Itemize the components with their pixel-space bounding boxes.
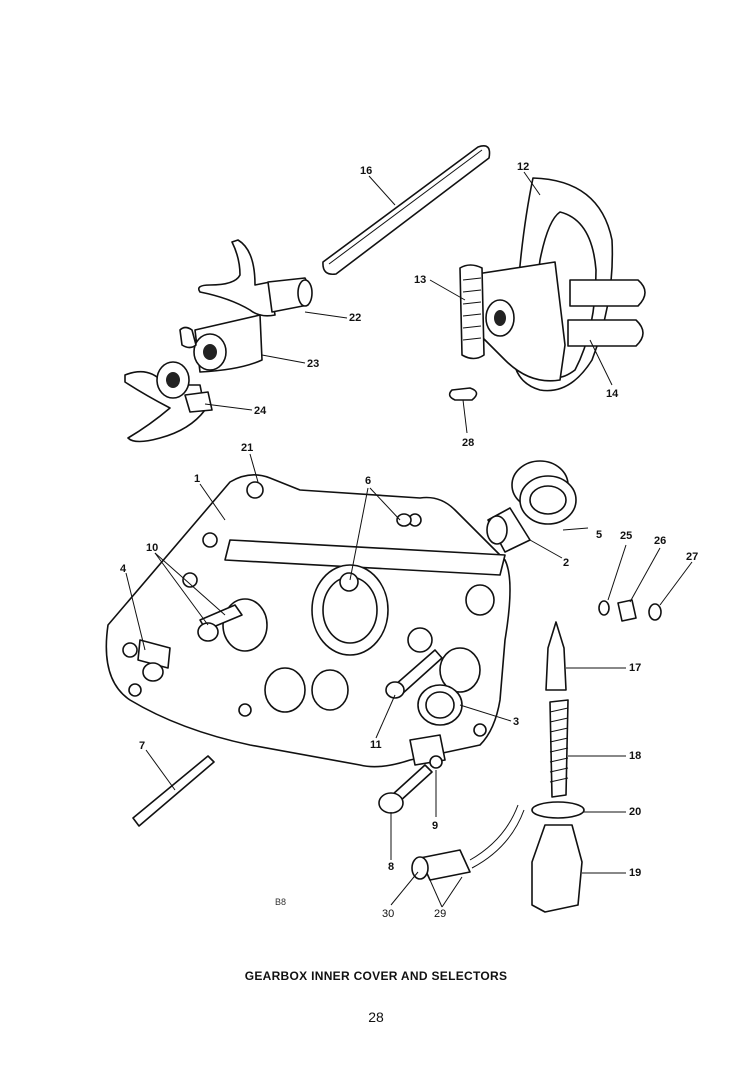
callout-6: 6 <box>365 475 371 487</box>
callout-24: 24 <box>254 405 267 417</box>
callout-22: 22 <box>349 312 361 324</box>
inner-cover-casting-part <box>105 474 511 768</box>
callout-21: 21 <box>241 442 253 454</box>
callout-16: 16 <box>360 165 372 177</box>
selector-shaft-part <box>322 145 491 276</box>
selector-forks-part <box>124 239 313 443</box>
callout-27: 27 <box>686 551 698 563</box>
plate-code: B8 <box>275 897 286 907</box>
callout-14: 14 <box>606 388 619 400</box>
callout-3: 3 <box>513 716 519 728</box>
callout-18: 18 <box>629 750 641 762</box>
bolts-and-studs-part <box>132 604 443 827</box>
detent-plunger-assembly-part <box>531 599 662 913</box>
callout-1: 1 <box>194 473 200 485</box>
callout-labels: 16 12 13 14 22 23 24 28 21 1 6 5 25 26 2… <box>120 161 698 920</box>
callout-29: 29 <box>434 908 446 920</box>
leader-lines <box>125 171 693 908</box>
callout-23: 23 <box>307 358 319 370</box>
bushes-part <box>339 460 577 726</box>
callout-9: 9 <box>432 820 438 832</box>
camplate-assembly-part <box>448 177 646 401</box>
callout-25: 25 <box>620 530 632 542</box>
callout-8: 8 <box>388 861 394 873</box>
callout-12: 12 <box>517 161 529 173</box>
callout-13: 13 <box>414 274 426 286</box>
callout-11: 11 <box>370 739 382 751</box>
page-number: 28 <box>368 1009 384 1025</box>
callout-2: 2 <box>563 557 569 569</box>
callout-7: 7 <box>139 740 145 752</box>
callout-19: 19 <box>629 867 641 879</box>
diagram-caption: GEARBOX INNER COVER AND SELECTORS <box>244 969 508 983</box>
switch-and-cable-part <box>411 804 525 881</box>
callout-26: 26 <box>654 535 666 547</box>
callout-10: 10 <box>146 542 158 554</box>
callout-17: 17 <box>629 662 641 674</box>
callout-28: 28 <box>462 437 474 449</box>
callout-30: 30 <box>382 908 394 920</box>
callout-4: 4 <box>120 563 127 575</box>
callout-20: 20 <box>629 806 641 818</box>
callout-5: 5 <box>596 529 602 541</box>
